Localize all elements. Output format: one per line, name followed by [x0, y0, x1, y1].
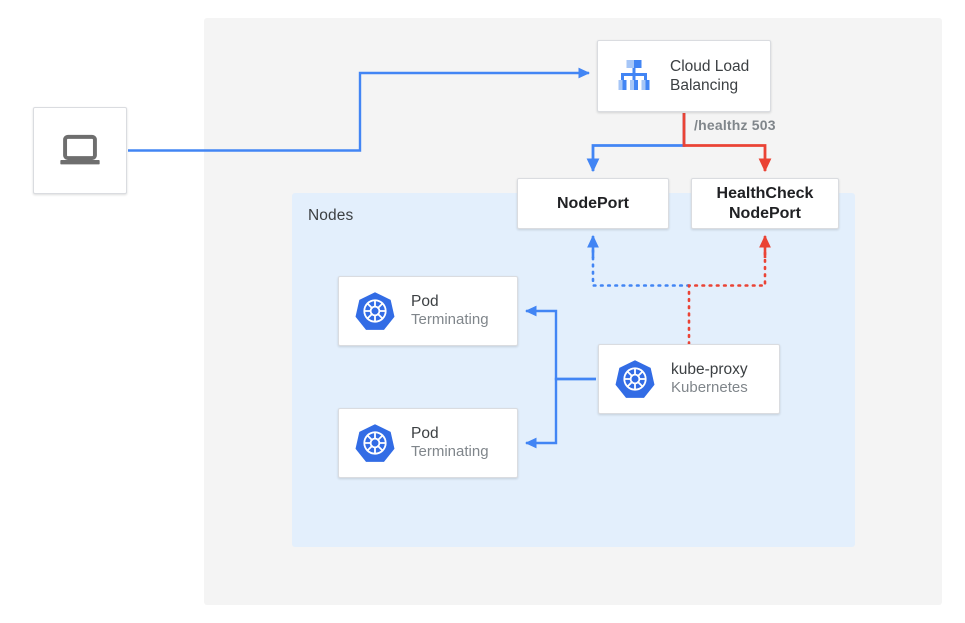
kube-proxy-subtitle: Kubernetes — [671, 379, 748, 397]
kubernetes-icon — [353, 289, 397, 333]
client-device-card[interactable] — [33, 107, 127, 194]
pod-terminating-2-status: Terminating — [411, 443, 489, 461]
healthcheck-nodeport-card[interactable]: HealthCheck NodePort — [691, 178, 839, 229]
nodeport-card[interactable]: NodePort — [517, 178, 669, 229]
nodeport-label: NodePort — [557, 194, 629, 212]
healthcheck-nodeport-label-line2: NodePort — [728, 204, 801, 222]
kubernetes-icon — [353, 421, 397, 465]
pod-terminating-2-title: Pod — [411, 424, 439, 442]
load-balancer-icon — [612, 54, 656, 98]
nodes-panel-label: Nodes — [308, 207, 354, 224]
healthz-status-label: /healthz 503 — [694, 117, 776, 133]
kubernetes-icon — [613, 357, 657, 401]
laptop-icon — [58, 129, 102, 173]
healthcheck-nodeport-label-line1: HealthCheck — [716, 184, 814, 202]
pod-terminating-1-card[interactable]: Pod Terminating — [338, 276, 518, 346]
cloud-load-balancing-card[interactable]: Cloud Load Balancing — [597, 40, 771, 112]
pod-terminating-1-title: Pod — [411, 292, 439, 310]
cloud-load-balancing-title-line1: Cloud Load — [670, 57, 750, 75]
kube-proxy-title: kube-proxy — [671, 360, 748, 378]
cloud-load-balancing-title-line2: Balancing — [670, 77, 739, 94]
pod-terminating-2-card[interactable]: Pod Terminating — [338, 408, 518, 478]
pod-terminating-1-status: Terminating — [411, 311, 489, 329]
kube-proxy-card[interactable]: kube-proxy Kubernetes — [598, 344, 780, 414]
